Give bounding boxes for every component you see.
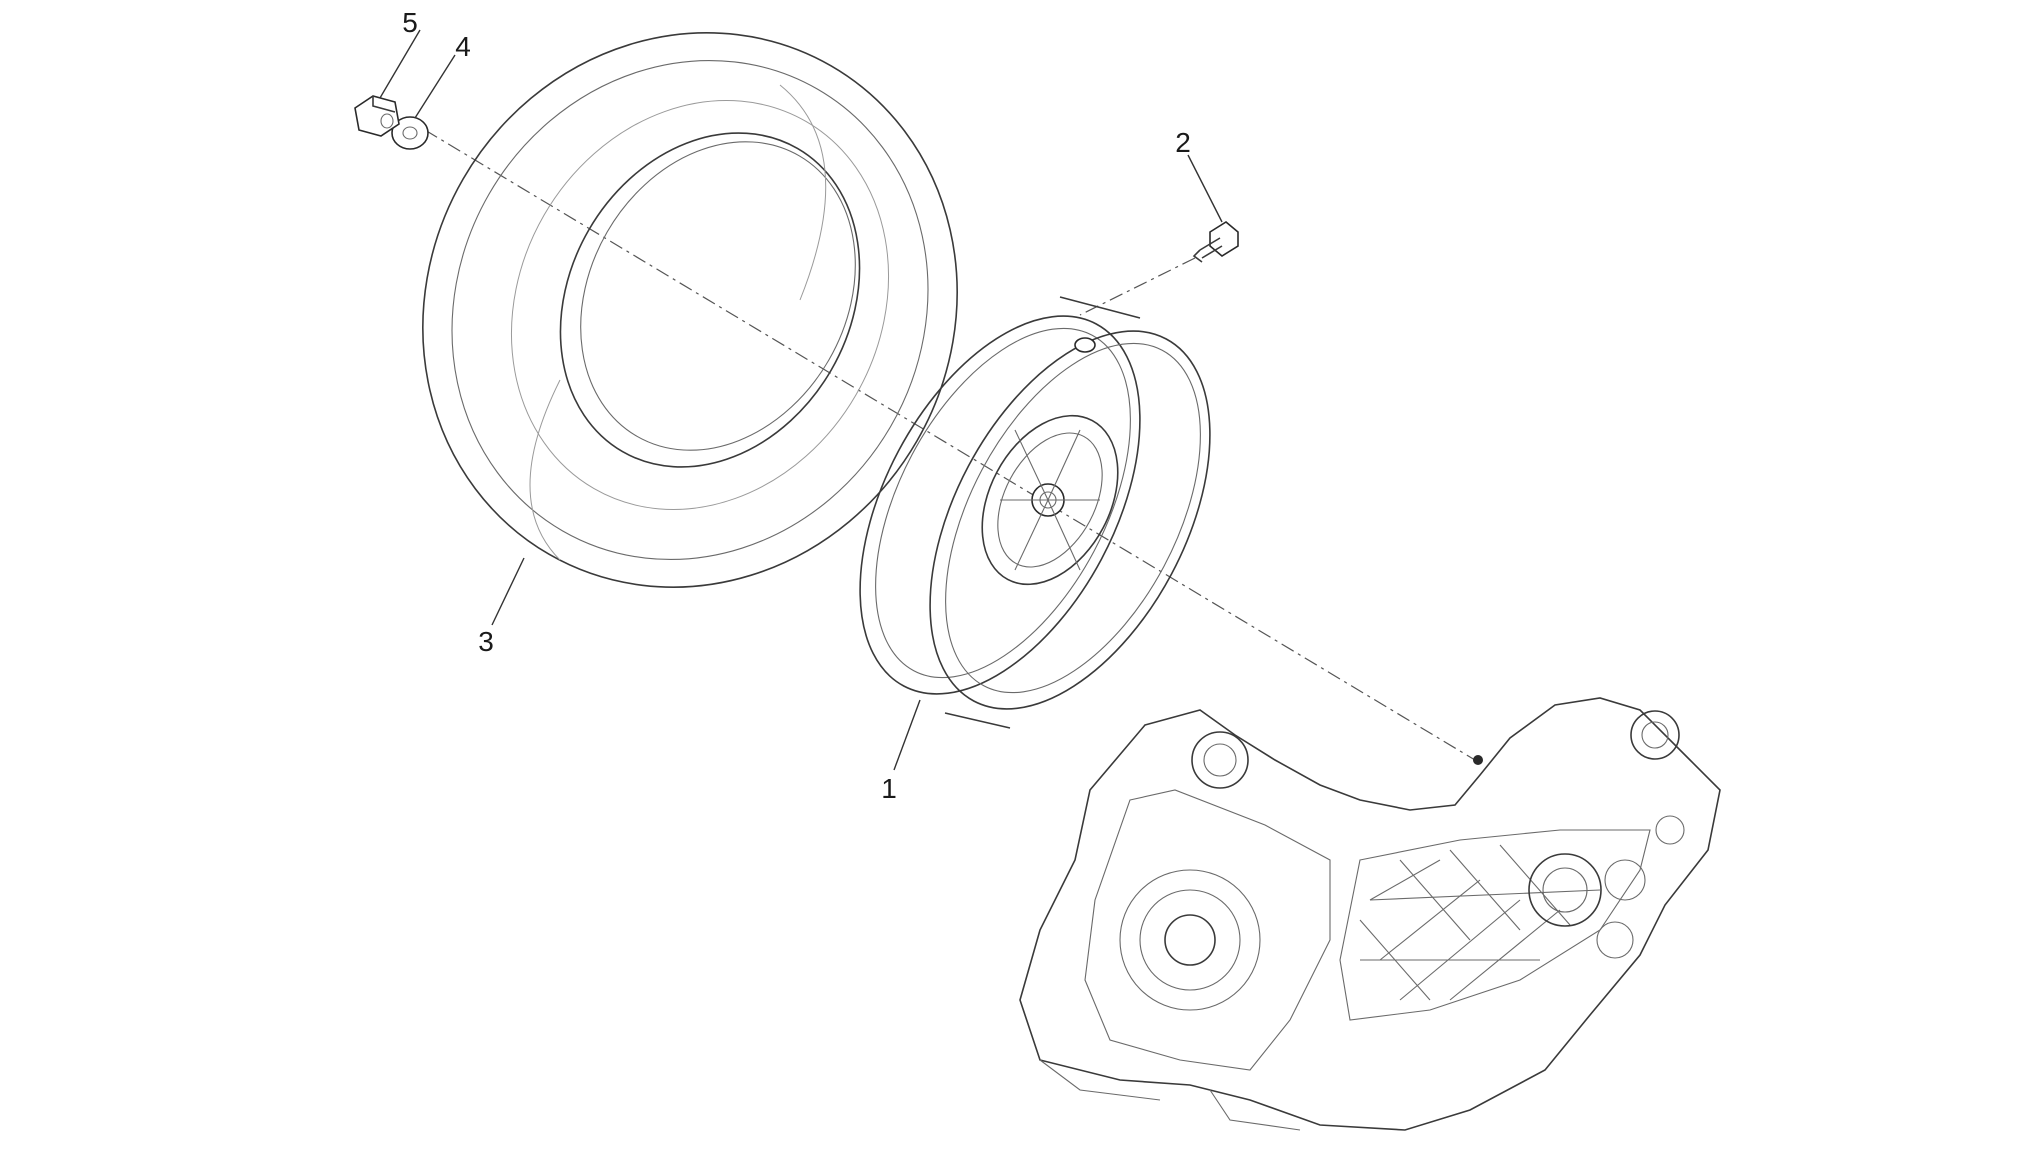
leader-lines	[379, 29, 1223, 771]
tyre-part	[422, 32, 958, 588]
washer-part	[391, 116, 429, 150]
callout-4: 4	[455, 31, 471, 62]
callout-1: 1	[881, 773, 897, 804]
wheel-rim-part	[859, 296, 1211, 729]
engine-crankcase-part	[1019, 697, 1721, 1131]
nut-part	[354, 95, 400, 137]
assembly-axis	[424, 129, 1476, 761]
callout-5: 5	[402, 7, 418, 38]
callout-2: 2	[1175, 127, 1191, 158]
valve-part	[1192, 221, 1239, 263]
callout-3: 3	[478, 626, 494, 657]
callout-labels: 5 4 2 3 1	[402, 7, 1191, 804]
crankcase-ribs	[1359, 844, 1601, 1001]
